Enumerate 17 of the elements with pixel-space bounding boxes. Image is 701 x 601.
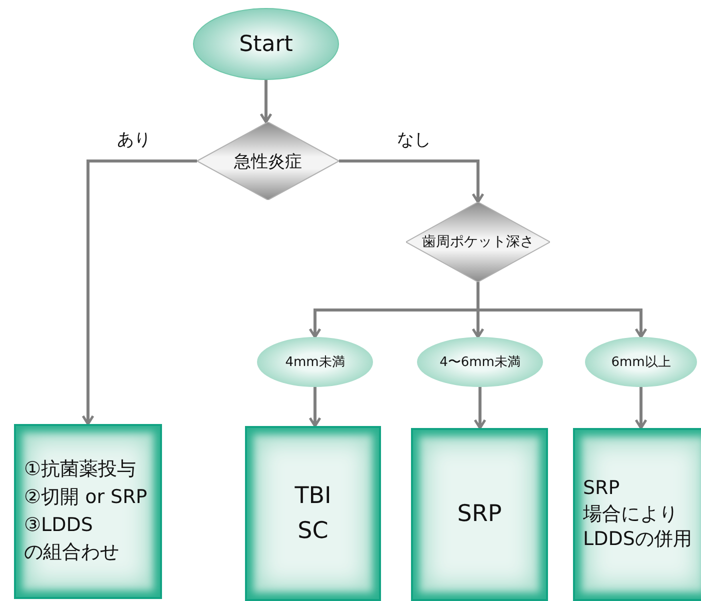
start-ellipse: Start <box>193 8 339 80</box>
condition-ellipse: 4mm未満 <box>257 337 373 387</box>
arrow <box>474 387 486 430</box>
process-box: ①抗菌薬投与 ②切開 or SRP ③LDDS の組合わせ <box>14 424 162 599</box>
arrow <box>339 160 484 204</box>
condition-ellipse: 4〜6mm未満 <box>417 337 543 387</box>
arrow <box>308 387 322 428</box>
condition-ellipse: 6mm以上 <box>585 337 697 387</box>
decision-diamond: 急性炎症 <box>197 122 339 200</box>
decision-diamond: 歯周ポケット深さ <box>406 202 550 282</box>
process-box: SRP <box>411 428 548 601</box>
process-box: TBI SC <box>245 426 381 601</box>
process-box: SRP 場合により LDDSの併用 <box>573 428 701 601</box>
arrow <box>476 282 648 338</box>
arrow <box>260 80 272 124</box>
arrow <box>634 387 648 430</box>
arrow <box>82 160 197 426</box>
